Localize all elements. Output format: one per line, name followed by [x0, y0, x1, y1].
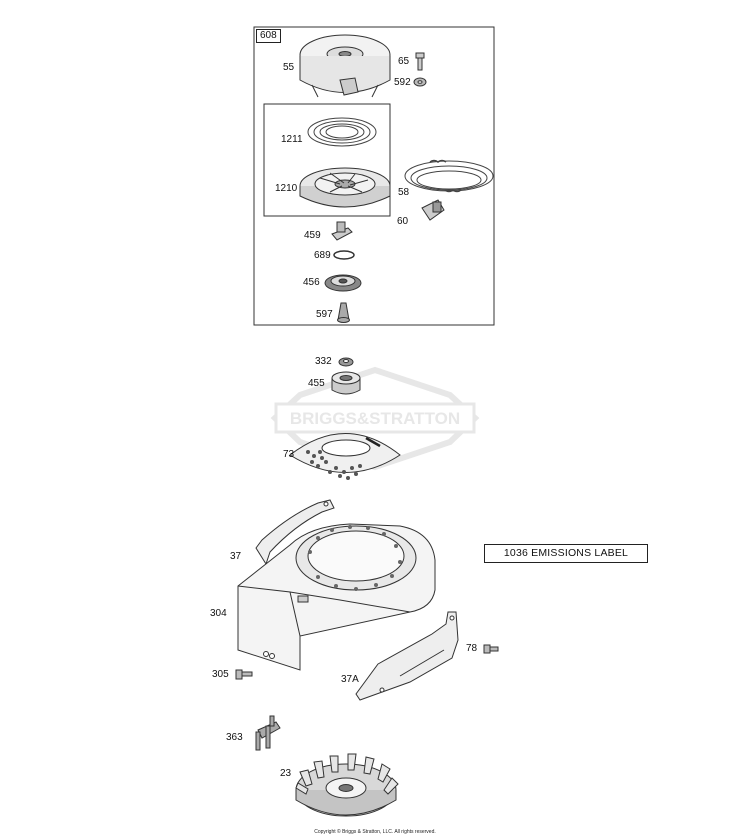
callout-689: 689 — [314, 250, 331, 261]
flywheel — [295, 753, 399, 817]
brand-watermark: BRIGGS&STRATTON — [270, 366, 480, 471]
callout-58: 58 — [398, 187, 410, 198]
callout-597: 597 — [316, 309, 333, 320]
nut-332 — [338, 357, 354, 367]
starter-handle — [421, 199, 445, 221]
ratchet — [324, 274, 362, 292]
rewind-spring — [307, 117, 377, 147]
callout-305: 305 — [212, 669, 229, 680]
rotating-screen — [289, 433, 401, 480]
blower-housing — [237, 523, 436, 671]
starter-pulley — [299, 167, 391, 208]
starter-rope — [404, 159, 494, 193]
callout-73: 73 — [283, 449, 295, 460]
callout-332: 332 — [315, 356, 332, 367]
clutch — [331, 371, 361, 395]
screw-305 — [235, 669, 253, 680]
nut-597 — [337, 302, 350, 323]
callout-456: 456 — [303, 277, 320, 288]
kit-label-608: 608 — [256, 29, 281, 43]
callout-60: 60 — [397, 216, 409, 227]
washer-592 — [413, 77, 427, 87]
callout-304: 304 — [210, 608, 227, 619]
callout-363: 363 — [226, 732, 243, 743]
callout-455: 455 — [308, 378, 325, 389]
callout-65: 65 — [398, 56, 410, 67]
air-guide-37 — [255, 499, 335, 566]
callout-55: 55 — [283, 62, 295, 73]
rewind-housing — [299, 34, 391, 98]
air-guide-37a — [355, 611, 459, 701]
screw-78 — [483, 644, 499, 654]
callout-1210: 1210 — [275, 183, 298, 194]
emissions-label-box: 1036 EMISSIONS LABEL — [484, 544, 648, 563]
bolt-65 — [415, 52, 425, 71]
callout-592: 592 — [394, 77, 411, 88]
callout-37: 37 — [230, 551, 242, 562]
ground-terminal — [255, 715, 281, 751]
watermark-text: BRIGGS&STRATTON — [290, 409, 460, 428]
callout-78: 78 — [466, 643, 478, 654]
callout-459: 459 — [304, 230, 321, 241]
callout-23: 23 — [280, 768, 292, 779]
callout-37a: 37A — [341, 674, 359, 685]
pawl — [331, 221, 353, 241]
copyright-notice: Copyright © Briggs & Stratton, LLC. All … — [314, 829, 436, 835]
callout-1211: 1211 — [281, 134, 303, 145]
subkit-box — [263, 103, 391, 217]
retainer-ring — [333, 250, 355, 260]
kit-608-box — [253, 26, 495, 326]
